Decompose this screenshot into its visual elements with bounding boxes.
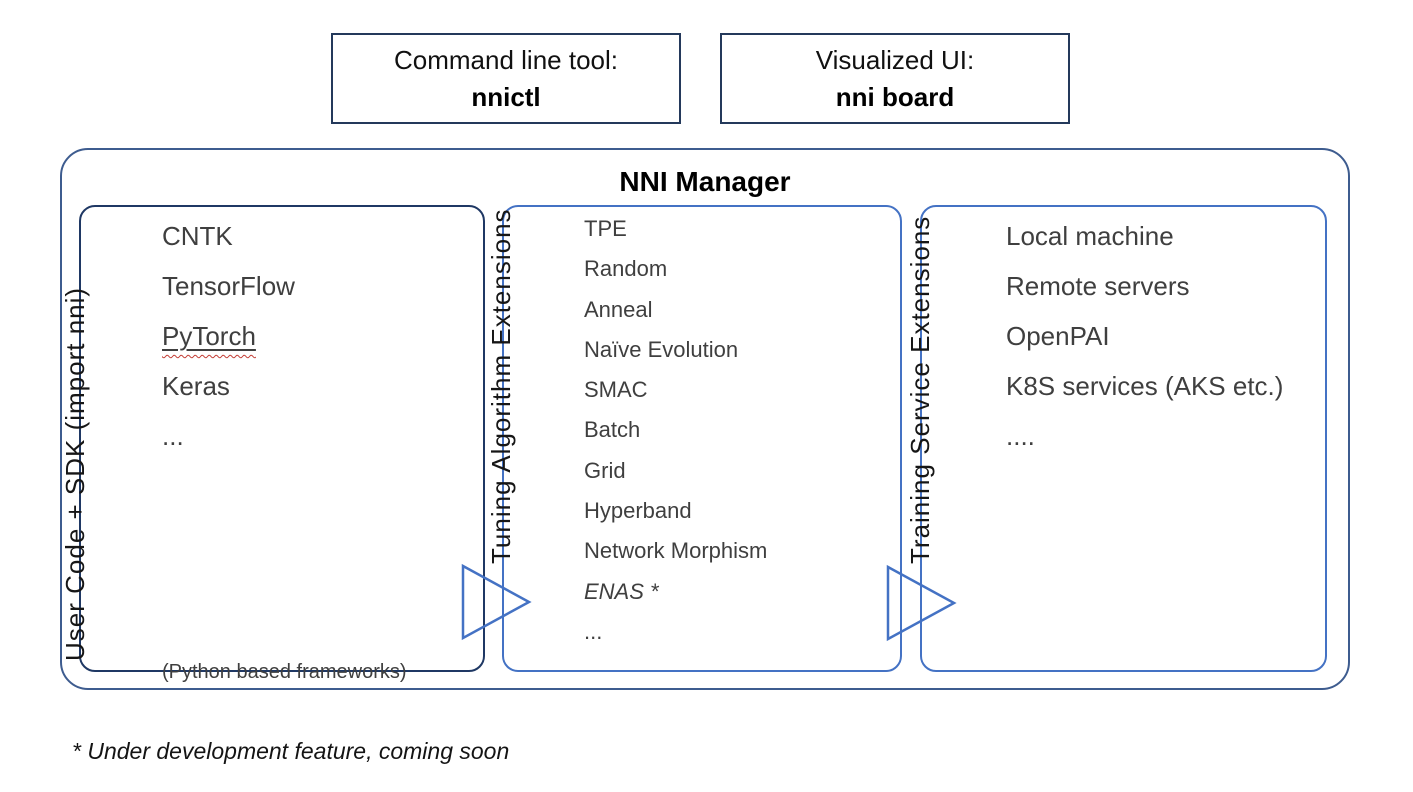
flow-arrow-icon	[886, 564, 957, 642]
training-service-item: K8S services (AKS etc.)	[1006, 371, 1284, 401]
tuner-item: ...	[584, 618, 603, 644]
python-frameworks-note: (Python based frameworks)	[162, 661, 407, 683]
training-service-item: OpenPAI	[1006, 321, 1110, 351]
command-line-tool-label: Command line tool:	[394, 44, 618, 75]
tuner-item: Naïve Evolution	[584, 336, 739, 362]
tuner-list: TPE Random Anneal Naïve Evolution SMAC B…	[584, 209, 767, 652]
framework-item: ...	[162, 421, 184, 451]
framework-item: TensorFlow	[162, 271, 295, 301]
framework-item: Keras	[162, 371, 230, 401]
nnictl-name: nnictl	[471, 81, 541, 112]
training-service-item: ....	[1006, 421, 1035, 451]
framework-item: PyTorch	[162, 311, 295, 361]
visualized-ui-label: Visualized UI:	[815, 44, 975, 75]
training-service-column: Training Service Extensions Local machin…	[905, 205, 1327, 672]
training-service-item: Remote servers	[1006, 271, 1190, 301]
framework-item: CNTK	[162, 221, 233, 251]
tuning-algorithm-column: Tuning Algorithm Extensions TPE Random A…	[486, 205, 902, 672]
nni-manager-box: NNI Manager User Code + SDK (import nni)…	[60, 148, 1350, 690]
tuner-item-enas: ENAS *	[584, 578, 659, 604]
tuner-item: Anneal	[584, 296, 653, 322]
training-service-item: Local machine	[1006, 221, 1174, 251]
under-development-footnote: * Under development feature, coming soon	[72, 738, 510, 764]
command-line-tool-box: Command line tool: nnictl	[331, 33, 681, 124]
pytorch-underline: PyTorch	[162, 321, 256, 351]
framework-list: CNTK TensorFlow PyTorch Keras ...	[162, 211, 295, 461]
tuner-item: Batch	[584, 417, 641, 443]
tuner-item: SMAC	[584, 377, 648, 403]
user-code-column: User Code + SDK (import nni) CNTK Tensor…	[60, 205, 485, 683]
tuner-item: TPE	[584, 216, 627, 241]
tuning-algorithm-side-label: Tuning Algorithm Extensions	[486, 208, 516, 564]
user-code-side-label: User Code + SDK (import nni)	[60, 286, 90, 661]
tuner-item: Grid	[584, 457, 626, 483]
training-service-list: Local machine Remote servers OpenPAI K8S…	[1006, 211, 1283, 461]
pytorch-spellcheck: PyTorch	[162, 321, 256, 351]
flow-arrow-icon	[461, 563, 532, 641]
nni-manager-title: NNI Manager	[619, 166, 791, 197]
training-service-side-label: Training Service Extensions	[905, 215, 935, 564]
tuner-item: Hyperband	[584, 498, 692, 524]
visualized-ui-box: Visualized UI: nni board	[720, 33, 1070, 124]
nni-board-name: nni board	[835, 81, 955, 112]
tuner-item: Network Morphism	[584, 538, 768, 564]
tuner-item: Random	[584, 256, 668, 282]
